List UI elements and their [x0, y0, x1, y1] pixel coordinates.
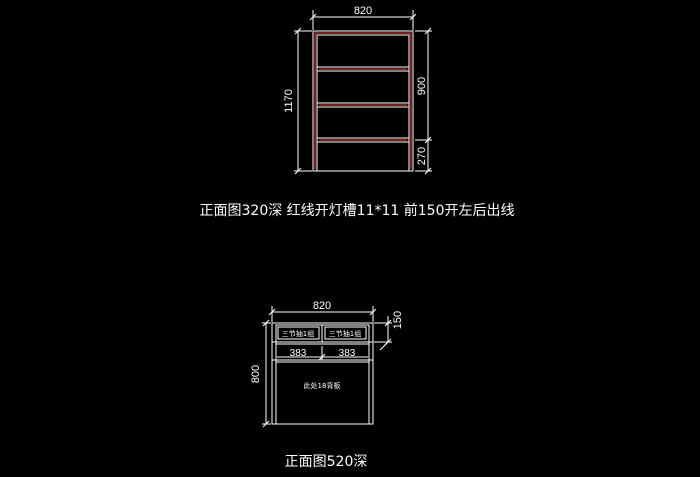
lower-width-dim-label: 820 — [313, 300, 331, 312]
upper-right-dim-bottom-label: 270 — [416, 147, 428, 165]
drawer-right-label: 三节抽1组 — [329, 329, 361, 338]
lower-height-dimension — [262, 319, 271, 428]
left-width-dim-label: 383 — [290, 348, 307, 359]
upper-right-dimension — [415, 27, 432, 175]
lower-right-dim-label: 150 — [392, 311, 404, 329]
lower-height-dim-label: 800 — [250, 365, 262, 383]
upper-width-dim-label: 820 — [354, 5, 372, 17]
upper-width-dimension — [309, 10, 417, 30]
upper-shelves — [317, 66, 409, 143]
inner-width-dimension — [277, 346, 368, 361]
drawer-left-label: 三节抽1组 — [282, 329, 314, 338]
right-width-dim-label: 383 — [339, 348, 356, 359]
upper-height-dim-label: 1170 — [283, 89, 295, 113]
lower-caption: 正面图520深 — [285, 454, 368, 470]
upper-height-dimension — [294, 27, 312, 175]
upper-right-dim-top-label: 900 — [416, 77, 428, 95]
lower-cabinet-frame — [271, 322, 374, 425]
lower-width-dimension — [268, 306, 377, 322]
back-panel-note: 此处18背板 — [304, 381, 341, 390]
upper-cabinet-frame — [312, 30, 414, 172]
upper-caption: 正面图320深 红线开灯槽11*11 前150开左后出线 — [200, 202, 515, 219]
drawer-boxes — [277, 326, 367, 340]
lower-right-dimension — [374, 316, 392, 351]
upper-cabinet: 820 1170 900 270 — [200, 5, 515, 219]
light-slot-lines — [314, 32, 412, 169]
lower-cabinet: 820 800 150 — [250, 300, 404, 470]
